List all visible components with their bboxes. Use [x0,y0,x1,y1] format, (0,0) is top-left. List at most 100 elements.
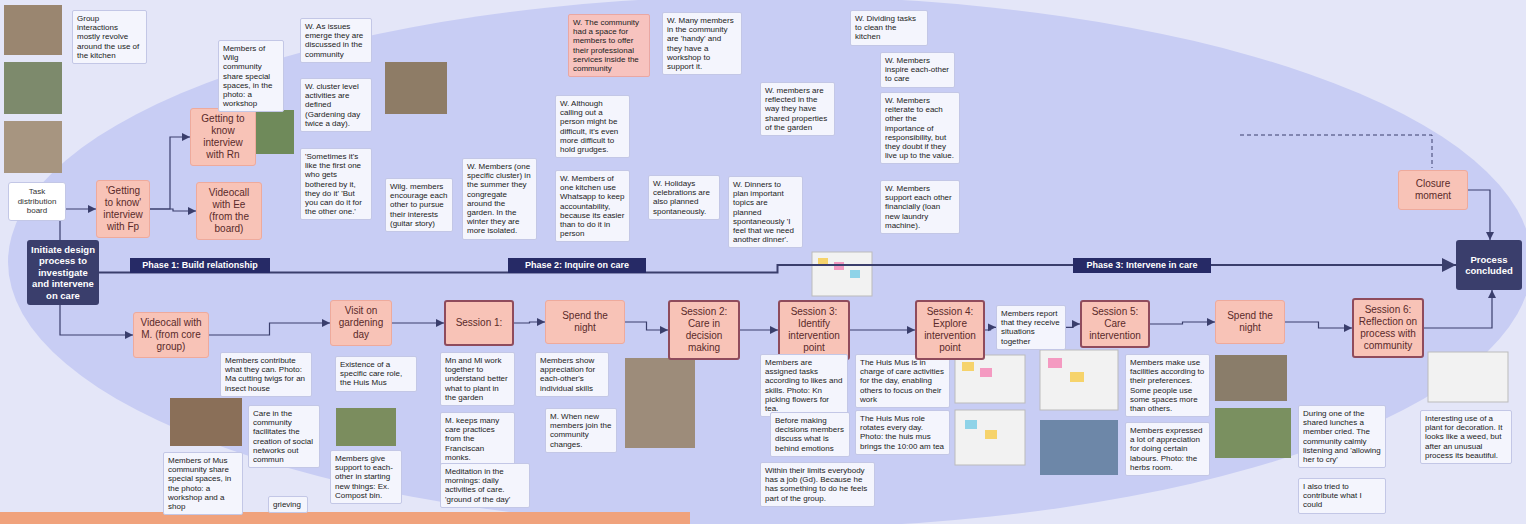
observation-note: W. As issues emerge they are discussed i… [300,18,372,63]
observation-note: Members give support to each-other in st… [330,450,402,504]
observation-note: Existence of a specific care role, the H… [335,356,417,392]
flow-connector [150,137,190,209]
node-text: Existence of a specific care role, the H… [340,360,412,388]
node-text: W. cluster level activities are defined … [305,82,367,128]
activity-box: Getting to know interview with Rn [190,108,256,166]
node-text: Videocall with Ee (from the board) [201,187,257,235]
photo [625,358,695,448]
note-box: Task distribution board [8,182,66,221]
observation-note: Members contribute what they can. Photo:… [220,352,312,397]
node-text: Meditation in the mornings: daily activi… [445,467,525,504]
node-text: Phase 1: Build relationship [134,260,266,271]
photo [256,110,294,154]
photo [955,355,1025,403]
node-text: W. Members of one kitchen use Whatsapp t… [560,174,625,238]
observation-note: I also tried to contribute what I could [1298,478,1386,514]
flow-connector [1424,290,1492,328]
observation-note: W. members are reflected in the way they… [760,82,835,136]
observation-note: Within their limits everybody has a job … [760,462,875,507]
observation-note: Members show appreciation for each-other… [535,352,609,397]
activity-box: Videocall with Ee (from the board) [196,182,262,240]
post-it [965,420,977,429]
observation-note: Members expressed a lot of appreciation … [1125,422,1210,476]
post-it [985,430,997,439]
node-text: Members show appreciation for each-other… [540,356,604,393]
node-text: Session 5: Care intervention [1086,306,1144,342]
node-text: Mn and Ml work together to understand be… [445,356,510,402]
node-text: Members give support to each-other in st… [335,454,397,500]
node-text: W. As issues emerge they are discussed i… [305,22,367,59]
session-box: Session 4: Explore intervention point [915,300,985,360]
node-text: During one of the shared lunches a membe… [1303,409,1381,464]
photo [4,121,62,173]
observation-note: M. keeps many care practices from the Fr… [440,412,515,466]
observation-note: Care in the community facilitates the cr… [248,405,320,468]
node-text: W. Dividing tasks to clean the kitchen [855,14,923,42]
post-it [1048,358,1062,368]
observation-note: Members of Mus community share special s… [163,452,243,515]
observation-note: W. Members of one kitchen use Whatsapp t… [555,170,630,242]
node-text: W. Members (one specific cluster) in the… [467,162,532,236]
node-text: Visit on gardening day [335,305,387,341]
flow-connector [625,322,668,330]
node-text: The Huis Mus is in charge of care activi… [860,358,945,404]
flow-connector [1066,324,1080,327]
node-text: Phase 3: Intervene in care [1077,260,1207,271]
flow-connector [150,209,196,211]
node-text: Session 6: Reflection on process with co… [1358,304,1418,352]
node-text: Getting to know interview with Rn [195,113,251,161]
flow-connector [740,329,778,330]
observation-note: Members make use facilities according to… [1125,354,1210,417]
observation-note: Members of Wilg community share special … [218,40,284,112]
activity-box: Spend the night [545,300,625,344]
post-it [962,362,974,371]
node-text: Interesting use of a plant for decoratio… [1425,414,1507,460]
node-text: Members make use facilities according to… [1130,358,1205,413]
flow-connector [1150,322,1215,324]
node-text: Members report that they receive situati… [1001,309,1061,346]
node-text: W. The community had a space for members… [573,18,645,73]
observation-note: Interesting use of a plant for decoratio… [1420,410,1512,464]
flow-connector [60,305,133,335]
observation-note: W. cluster level activities are defined … [300,78,372,132]
observation-note: Wilg. members encourage each other to pu… [385,178,453,232]
node-text: Videocall with M. (from core group) [138,317,204,353]
observation-note: Members report that they receive situati… [996,305,1066,350]
flow-connector [850,329,915,330]
node-text: W. Many members in the community are 'ha… [667,16,737,71]
observation-note: W. Members inspire each-other to care [880,52,955,88]
node-text: W. Holidays celebrations are also planne… [653,179,715,216]
node-text: Session 2: Care in decision making [674,306,734,354]
activity-box: 'Getting to know' interview with Fp [96,180,150,238]
highlight-note: W. The community had a space for members… [568,14,650,77]
node-text: Session 3: Identify intervention point [784,306,844,354]
node-text: Group interactions mostly revolve around… [77,14,142,60]
photo [336,408,396,446]
node-text: W. Members inspire each-other to care [885,56,950,84]
photo [4,62,62,114]
photos [4,5,1508,475]
node-text: 'Getting to know' interview with Fp [101,185,145,233]
footer-bar [0,512,690,524]
node-text: Spend the night [1220,310,1280,334]
post-it [1070,372,1084,382]
observation-note: W. Dinners to plan important topics are … [728,176,803,248]
node-text: W. members are reflected in the way they… [765,86,830,132]
node-text: Session 1: [456,317,503,329]
node-text: Wilg. members encourage each other to pu… [390,182,448,228]
activity-box: Spend the night [1215,300,1285,344]
photo [1040,350,1118,410]
node-text: Members of Mus community share special s… [168,456,238,511]
photo [812,252,872,296]
node-text: Before making decisions members discuss … [775,416,845,453]
session-box: Session 3: Identify intervention point [778,300,850,360]
observation-note: Mn and Ml work together to understand be… [440,352,515,406]
node-text: Members expressed a lot of appreciation … [1130,426,1205,472]
node-text: W. Dinners to plan important topics are … [733,180,798,244]
photo [1428,352,1508,402]
flow-connector [99,265,1456,272]
post-it [850,270,860,278]
node-text: Members are assigned tasks according to … [765,358,843,413]
observation-note: W. Members (one specific cluster) in the… [462,158,537,240]
observation-note: W. Members reiterate to each other the i… [880,92,960,164]
